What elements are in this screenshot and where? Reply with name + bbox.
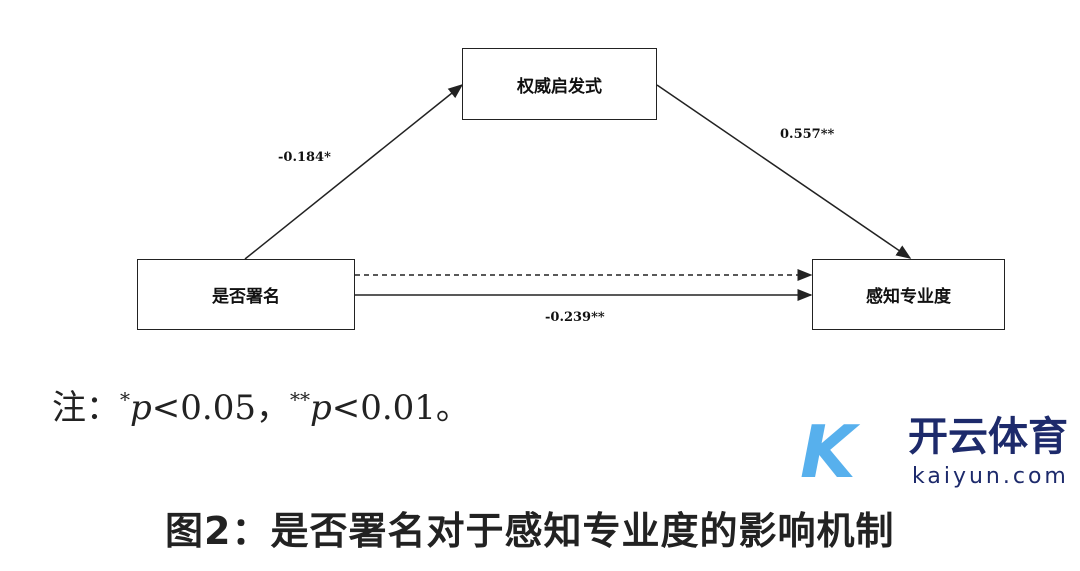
arrow-b <box>656 84 912 259</box>
node-independent: 是否署名 <box>137 259 355 330</box>
node-mediator: 权威启发式 <box>462 48 657 120</box>
arrow-a <box>244 84 464 260</box>
note-p1: p <box>130 388 152 428</box>
watermark-logo: K 开云体育 kaiyun.com <box>800 414 1070 494</box>
path-b-label: 0.557** <box>780 127 835 142</box>
path-c-label: -0.239** <box>545 310 605 325</box>
watermark-k-icon: K <box>800 410 856 494</box>
note-prefix: 注： <box>52 388 120 428</box>
watermark-cn: 开云体育 <box>908 414 1068 460</box>
path-a-label: -0.184* <box>278 150 331 165</box>
note-p2: p <box>309 388 332 428</box>
figure-caption: 图2：是否署名对于感知专业度的影响机制 <box>165 509 895 553</box>
node-dependent: 感知专业度 <box>812 259 1005 330</box>
watermark-en: kaiyun.com <box>912 464 1069 489</box>
significance-note: 注：*p<0.05，**p<0.01。 <box>52 380 470 429</box>
note-star2: ** <box>289 387 310 412</box>
note-star1: * <box>120 387 130 412</box>
note-threshold1: <0.05， <box>151 388 290 428</box>
note-threshold2: <0.01。 <box>331 388 470 428</box>
